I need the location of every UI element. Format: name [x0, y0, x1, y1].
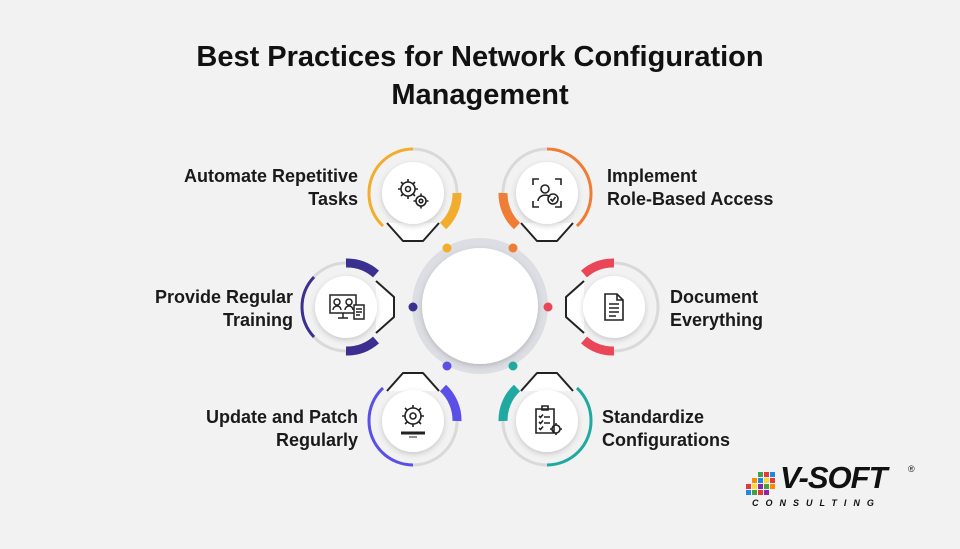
logo-name: V-SOFT: [780, 460, 888, 495]
label-standardize: Standardize Configurations: [602, 406, 730, 452]
label-training-line1: Provide Regular: [154, 287, 293, 307]
label-training: Provide Regular Training: [155, 286, 293, 332]
center-hub: [412, 238, 548, 374]
node-standardize: [498, 372, 593, 467]
connector-dot-automate: [442, 243, 452, 253]
logo-registered-mark: ®: [908, 464, 915, 474]
label-standardize-line2: Configurations: [602, 430, 730, 450]
label-update-line1: Update and Patch: [205, 407, 358, 427]
label-role-based: Implement Role-Based Access: [607, 165, 773, 211]
connector-dot-update: [442, 361, 452, 371]
label-automate: Automate Repetitive Tasks: [184, 165, 358, 211]
label-document-line1: Document: [670, 287, 759, 307]
label-automate-line2: Tasks: [308, 189, 358, 209]
connector-dot-document: [543, 302, 553, 312]
node-document: [565, 258, 660, 356]
connector-dot-standardize: [508, 361, 518, 371]
label-document-line2: Everything: [670, 310, 764, 330]
label-automate-line1: Automate Repetitive: [183, 166, 358, 186]
user-check-icon: [532, 178, 562, 208]
label-document: Document Everything: [670, 286, 763, 332]
node-role-based: [498, 147, 593, 242]
gears-icon: [398, 179, 429, 209]
node-automate: [367, 147, 462, 242]
gear-update-icon: [401, 405, 425, 438]
logo-pixel-mark: [746, 472, 775, 495]
clipboard-gear-icon: [535, 405, 562, 435]
connector-dot-training: [408, 302, 418, 312]
node-training: [300, 258, 395, 356]
logo-subtitle: CONSULTING: [752, 498, 881, 508]
label-standardize-line1: Standardize: [602, 407, 705, 427]
title-line-1: Best Practices for Network Configuration: [196, 41, 764, 73]
node-update: [367, 372, 462, 467]
title-line-2: Management: [391, 79, 569, 111]
label-update-line2: Regularly: [275, 430, 358, 450]
document-icon: [604, 293, 624, 321]
vsoft-logo: V-SOFT ® CONSULTING: [742, 460, 922, 516]
page-title: Best Practices for Network Configuration…: [0, 38, 960, 114]
label-role-line2: Role-Based Access: [607, 189, 774, 209]
connector-dot-role: [508, 243, 518, 253]
label-role-line1: Implement: [607, 166, 698, 186]
training-icon: [329, 294, 365, 320]
label-update: Update and Patch Regularly: [206, 406, 358, 452]
label-training-line2: Training: [222, 310, 293, 330]
